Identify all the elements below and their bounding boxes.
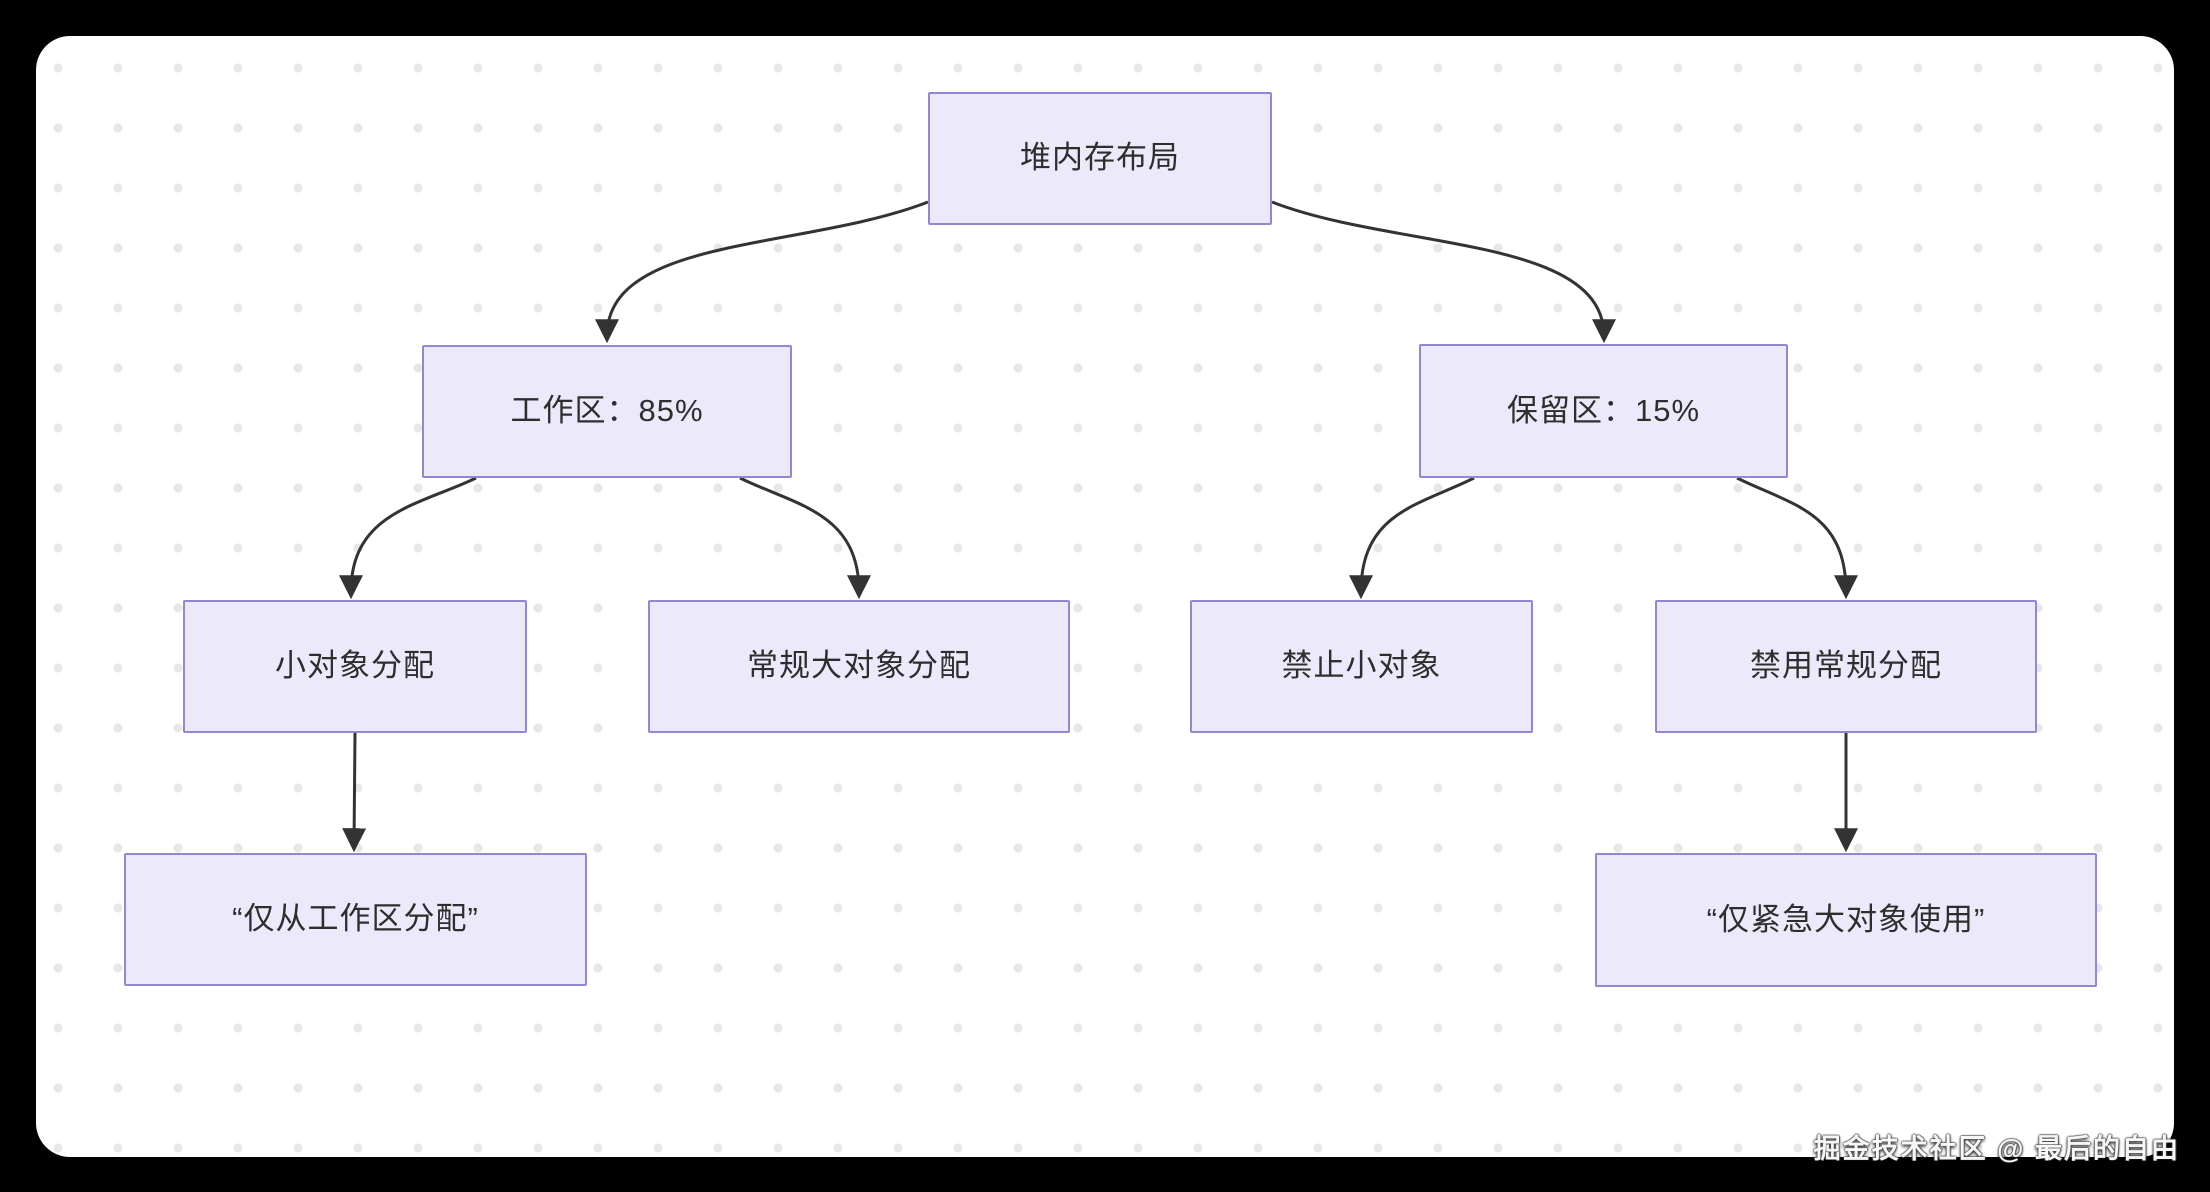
flow-node-label: 小对象分配 bbox=[275, 648, 435, 684]
flow-node-label: 常规大对象分配 bbox=[747, 648, 971, 684]
flow-node-label: 堆内存布局 bbox=[1020, 140, 1180, 176]
flow-node-label: 工作区：85% bbox=[510, 393, 704, 429]
flow-node-label: “仅从工作区分配” bbox=[232, 901, 479, 937]
flow-node-quote-work-area-only: “仅从工作区分配” bbox=[124, 853, 587, 986]
flow-node-reserve-area: 保留区：15% bbox=[1419, 344, 1788, 478]
flow-node-quote-emergency-only: “仅紧急大对象使用” bbox=[1595, 853, 2097, 987]
flow-node-forbid-small-object: 禁止小对象 bbox=[1190, 600, 1533, 733]
flow-node-disable-regular-alloc: 禁用常规分配 bbox=[1655, 600, 2037, 733]
flow-node-small-object-alloc: 小对象分配 bbox=[183, 600, 527, 733]
flow-node-heap-memory-layout: 堆内存布局 bbox=[928, 92, 1272, 225]
flow-node-label: “仅紧急大对象使用” bbox=[1706, 901, 1986, 937]
flow-node-label: 禁止小对象 bbox=[1281, 648, 1442, 684]
flow-node-work-area: 工作区：85% bbox=[422, 345, 792, 478]
flow-node-label: 保留区：15% bbox=[1506, 392, 1701, 428]
watermark: 掘金技术社区 @ 最后的自由 bbox=[1813, 1134, 2180, 1164]
flow-node-regular-large-object-alloc: 常规大对象分配 bbox=[648, 600, 1070, 733]
flow-node-label: 禁用常规分配 bbox=[1750, 648, 1942, 684]
